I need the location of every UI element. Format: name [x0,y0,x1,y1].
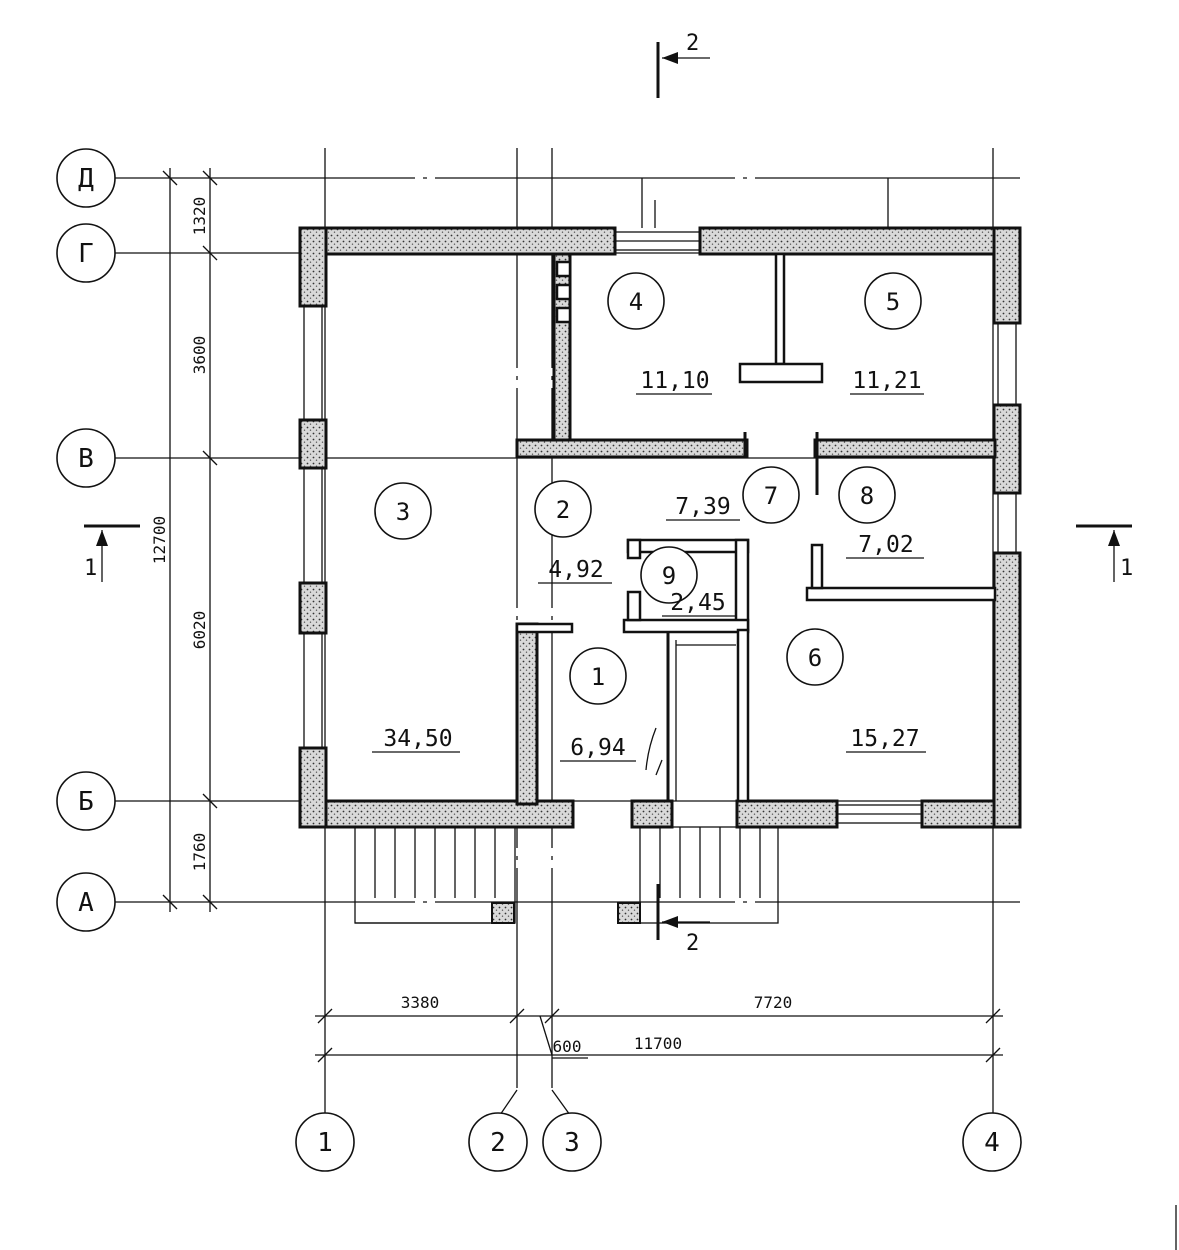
axis-bubble-g: Г [56,223,116,283]
room-marker-1: 1 [569,647,627,705]
windows [303,231,1017,824]
room-marker-9: 9 [640,546,698,604]
room-area-1: 6,94 [560,735,636,762]
axis-bubble-1: 1 [295,1112,355,1172]
svg-text:5: 5 [886,288,900,316]
svg-text:2: 2 [556,496,570,524]
dim-bottom-3380: 3380 [401,993,440,1012]
axis-bubble-d: Д [56,148,116,208]
svg-text:3: 3 [564,1128,580,1158]
section-label-2-top: 2 [686,31,699,56]
axis-bubble-4: 4 [962,1112,1022,1172]
room-area-5: 11,21 [850,368,924,395]
room-marker-4: 4 [607,272,665,330]
section-cut-1-right [1076,524,1132,582]
section-label-2-bottom: 2 [686,931,699,956]
svg-text:4,92: 4,92 [548,557,603,583]
svg-text:В: В [78,444,94,474]
svg-text:4: 4 [629,288,643,316]
bottom-dimension-chain [315,1008,1003,1063]
svg-text:34,50: 34,50 [383,726,452,752]
svg-text:А: А [78,888,94,918]
svg-text:6,94: 6,94 [570,735,625,761]
svg-text:6: 6 [808,644,822,672]
svg-text:2,45: 2,45 [670,590,725,616]
dim-bottom-600: 600 [553,1037,582,1056]
axis-bubble-2: 2 [468,1112,528,1172]
section-label-1-left: 1 [84,556,97,581]
section-cut-1-left [84,524,140,582]
porch-stairs [354,826,779,924]
dim-left-6020: 6020 [190,611,209,650]
axis-bubble-b: Б [56,771,116,831]
dim-left-3600: 3600 [190,336,209,375]
svg-text:4: 4 [984,1128,1000,1158]
room-marker-5: 5 [864,272,922,330]
room-area-9: 2,45 [662,590,736,617]
room-marker-8: 8 [838,466,896,524]
room-area-3: 34,50 [372,726,460,753]
room-area-8: 7,02 [846,532,924,559]
axis-bubble-a: А [56,872,116,932]
dim-bottom-7720: 7720 [754,993,793,1012]
dim-left-1760: 1760 [190,833,209,872]
room-marker-7: 7 [742,466,800,524]
room-area-7: 7,39 [666,494,740,521]
left-dimension-chain [162,168,218,912]
svg-text:7: 7 [764,482,778,510]
section-cut-2-top [656,42,710,98]
svg-text:2: 2 [490,1128,506,1158]
terrace-frame [641,178,889,228]
svg-text:7,02: 7,02 [858,532,913,558]
svg-text:Г: Г [78,239,94,269]
dim-bottom-total: 11700 [634,1034,682,1053]
interior-walls [515,252,997,806]
dim-left-total: 12700 [150,516,169,564]
svg-text:Б: Б [78,787,94,817]
section-cut-2-bottom [656,884,710,940]
svg-text:11,10: 11,10 [640,368,709,394]
axis-bubble-3: 3 [542,1112,602,1172]
svg-text:3: 3 [396,498,410,526]
room-area-2: 4,92 [538,557,612,584]
svg-text:1: 1 [591,663,605,691]
svg-text:8: 8 [860,482,874,510]
svg-text:15,27: 15,27 [850,726,919,752]
dim-left-1320: 1320 [190,197,209,236]
svg-text:9: 9 [662,562,676,590]
room-area-4: 11,10 [636,368,712,395]
door-hints [645,727,663,776]
svg-text:Д: Д [78,164,94,194]
svg-text:11,21: 11,21 [852,368,921,394]
svg-text:7,39: 7,39 [675,494,730,520]
svg-text:1: 1 [317,1128,333,1158]
room-marker-6: 6 [786,628,844,686]
room-area-6: 15,27 [846,726,926,753]
axis-bubble-v: В [56,428,116,488]
room-marker-2: 2 [534,480,592,538]
section-label-1-right: 1 [1120,556,1133,581]
room-marker-3: 3 [374,482,432,540]
